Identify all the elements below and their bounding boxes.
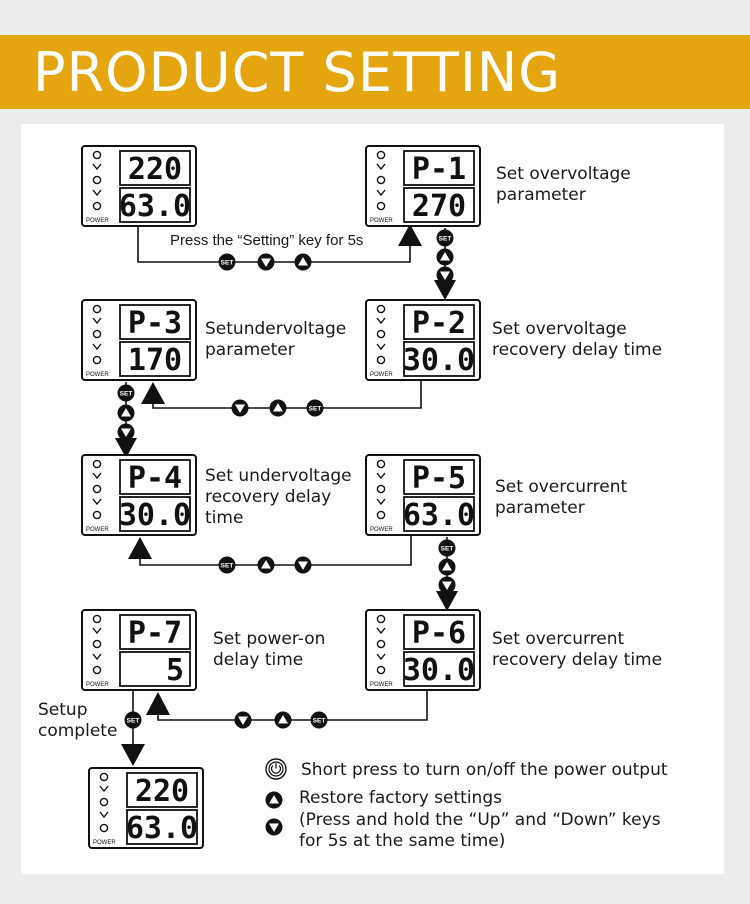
press-setting-label: Press the “Setting” key for 5s bbox=[170, 232, 364, 249]
display-bottom: 5 bbox=[166, 653, 184, 688]
button-down bbox=[438, 576, 456, 594]
indicator-leds bbox=[376, 614, 386, 675]
power-label: POWER bbox=[370, 372, 393, 378]
button-up bbox=[117, 404, 135, 422]
legend-restore-detail: (Press and hold the “Up” and “Down” keys… bbox=[299, 810, 661, 851]
display-bottom: 30.0 bbox=[403, 653, 475, 688]
button-up bbox=[436, 248, 454, 266]
indicator-leds bbox=[92, 150, 102, 211]
p2-label: Set overvoltage recovery delay time bbox=[492, 319, 663, 360]
display-top: P-4 bbox=[128, 461, 182, 496]
power-label: POWER bbox=[86, 527, 109, 533]
display-bottom: 63.0 bbox=[126, 811, 198, 846]
button-set: SET bbox=[436, 229, 454, 247]
power-label: POWER bbox=[93, 840, 116, 846]
display-top: P-1 bbox=[412, 152, 466, 187]
display-top: 220 bbox=[128, 152, 182, 187]
svg-text:SET: SET bbox=[313, 717, 326, 724]
display-top: P-2 bbox=[412, 306, 466, 341]
setup-complete-label: Setup complete bbox=[38, 700, 118, 741]
display-top: P-7 bbox=[128, 616, 182, 651]
display-bottom: 63.0 bbox=[403, 498, 475, 533]
button-down bbox=[234, 711, 252, 729]
button-set: SET bbox=[306, 399, 324, 417]
power-label: POWER bbox=[86, 372, 109, 378]
button-down bbox=[117, 423, 135, 441]
legend-restore-title: Restore factory settings bbox=[299, 788, 502, 808]
indicator-leds bbox=[376, 150, 386, 211]
p5-label: Set overcurrent parameter bbox=[495, 477, 628, 518]
down-button-icon bbox=[265, 818, 283, 836]
flow-arrowheads bbox=[115, 224, 458, 766]
power-label: POWER bbox=[86, 682, 109, 688]
svg-text:SET: SET bbox=[441, 545, 454, 552]
display-bottom: 30.0 bbox=[119, 498, 191, 533]
display-bottom: 170 bbox=[128, 343, 182, 378]
indicator-leds bbox=[92, 614, 102, 675]
button-down bbox=[294, 556, 312, 574]
indicator-leds bbox=[376, 304, 386, 365]
page-title: PRODUCT SETTING bbox=[33, 41, 562, 104]
indicator-leds bbox=[92, 459, 102, 520]
svg-text:SET: SET bbox=[439, 235, 452, 242]
display-top: P-6 bbox=[412, 616, 466, 651]
svg-text:SET: SET bbox=[221, 562, 234, 569]
button-set: SET bbox=[117, 384, 135, 402]
button-up bbox=[274, 711, 292, 729]
button-up bbox=[269, 399, 287, 417]
device-p6: POWER P-630.0 bbox=[365, 609, 481, 691]
device-p2: POWER P-230.0 bbox=[365, 299, 481, 381]
button-up bbox=[438, 558, 456, 576]
svg-text:SET: SET bbox=[221, 259, 234, 266]
indicator-leds bbox=[376, 459, 386, 520]
device-p5: POWER P-563.0 bbox=[365, 454, 481, 536]
display-bottom: 63.0 bbox=[119, 189, 191, 224]
display-top: P-3 bbox=[128, 306, 182, 341]
legend-power-text: Short press to turn on/off the power out… bbox=[301, 760, 668, 780]
device-p7: POWER P-75 bbox=[81, 609, 197, 691]
button-set: SET bbox=[310, 711, 328, 729]
power-label: POWER bbox=[370, 527, 393, 533]
svg-text:SET: SET bbox=[309, 405, 322, 412]
svg-text:SET: SET bbox=[127, 717, 140, 724]
power-label: POWER bbox=[86, 218, 109, 224]
button-up bbox=[294, 253, 312, 271]
button-set: SET bbox=[438, 539, 456, 557]
p1-label: Set overvoltage parameter bbox=[496, 164, 631, 205]
power-label: POWER bbox=[370, 218, 393, 224]
svg-text:SET: SET bbox=[120, 390, 133, 397]
power-icon bbox=[265, 758, 287, 780]
title-banner: PRODUCT SETTING bbox=[0, 35, 750, 109]
display-bottom: 270 bbox=[412, 189, 466, 224]
power-label: POWER bbox=[370, 682, 393, 688]
display-top: 220 bbox=[135, 774, 189, 809]
device-p4: POWER P-430.0 bbox=[81, 454, 197, 536]
display-bottom: 30.0 bbox=[403, 343, 475, 378]
button-set: SET bbox=[218, 556, 236, 574]
display-top: P-5 bbox=[412, 461, 466, 496]
button-down bbox=[231, 399, 249, 417]
p4-label: Set undervoltage recovery delay time bbox=[205, 466, 352, 528]
p3-label: Setundervoltage parameter bbox=[205, 319, 347, 360]
indicator-leds bbox=[99, 772, 109, 833]
p7-label: Set power-on delay time bbox=[213, 629, 326, 670]
button-up bbox=[257, 556, 275, 574]
indicator-leds bbox=[92, 304, 102, 365]
button-down bbox=[436, 266, 454, 284]
button-set: SET bbox=[124, 711, 142, 729]
p6-label: Set overcurrent recovery delay time bbox=[492, 629, 663, 670]
button-set: SET bbox=[218, 253, 236, 271]
button-down bbox=[257, 253, 275, 271]
up-button-icon bbox=[265, 791, 283, 809]
